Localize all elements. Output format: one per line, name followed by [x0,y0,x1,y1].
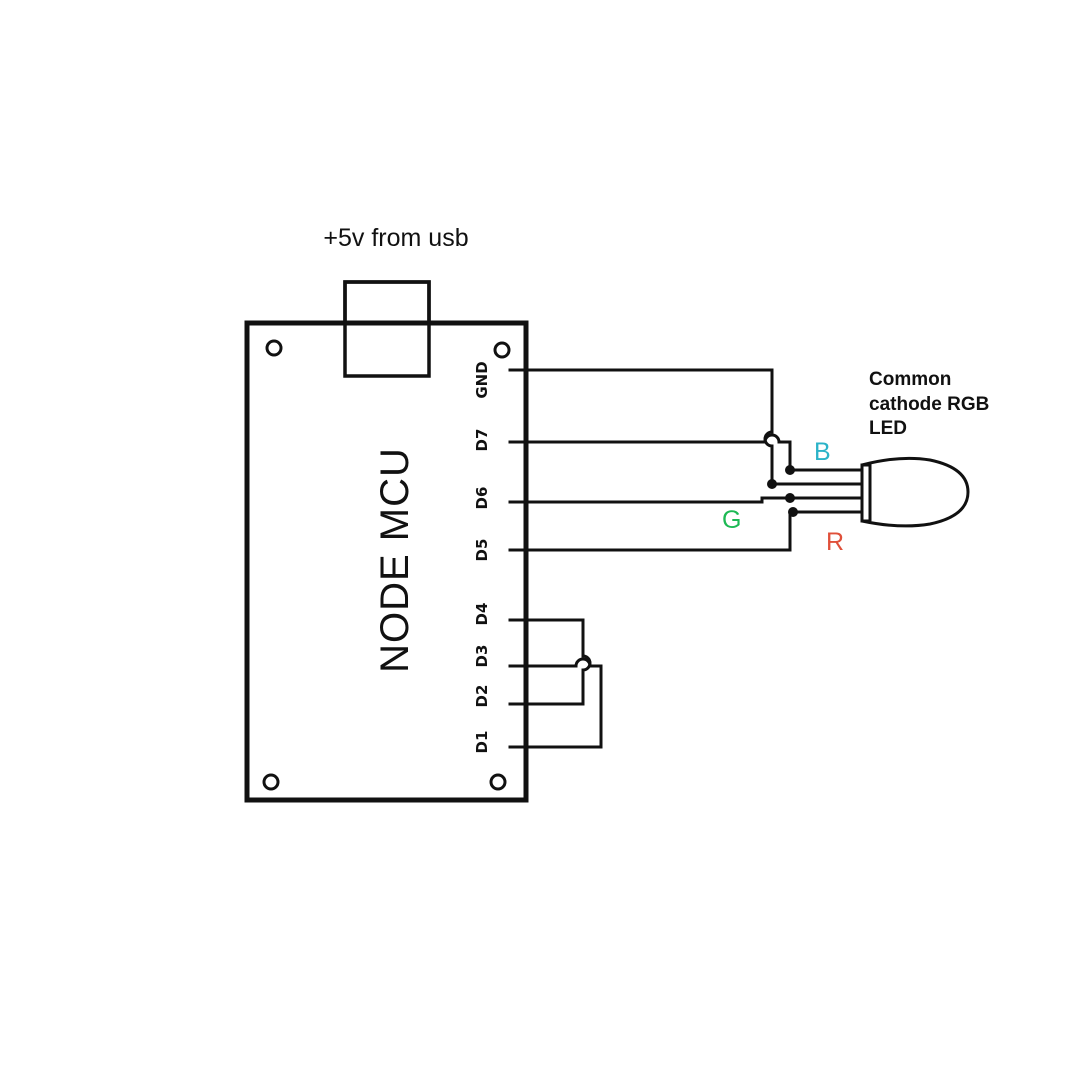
junction-b [785,465,795,475]
rgb-led [861,456,970,528]
junction-r [788,507,798,517]
pin-label-d7: D7 [473,429,491,452]
channel-label-g: G [722,506,741,534]
mounting-hole-top-left [265,339,283,357]
wire-d7 [508,433,792,472]
mounting-hole-bottom-left [262,773,280,791]
pin-label-gnd: GND [473,361,491,398]
wire-d6 [508,496,792,504]
mounting-hole-top-right [493,341,511,359]
junction-gnd [767,479,777,489]
led-caption-line-2: cathode RGB [869,394,989,415]
wire-d5 [508,510,792,552]
board-name: NODE MCU [373,447,417,673]
pin-label-d1: D1 [473,731,491,754]
nodemcu-board [244,320,529,803]
wire-d3 [508,657,603,749]
channel-label-r: R [826,528,844,556]
channel-label-b: B [814,438,831,466]
led-caption-line-3: LED [869,418,907,439]
pin-label-d5: D5 [473,539,491,562]
usb-label: +5v from usb [323,224,468,252]
usb-connector-front [343,280,431,378]
pin-label-d2: D2 [473,685,491,708]
pin-label-d6: D6 [473,487,491,510]
rgb-led-base [860,463,872,523]
pin-label-d3: D3 [473,645,491,668]
junction-g [785,493,795,503]
wire-gnd [508,368,774,486]
led-caption-line-1: Common [869,369,951,390]
mounting-hole-bottom-right [489,773,507,791]
pin-label-d4: D4 [473,603,491,626]
